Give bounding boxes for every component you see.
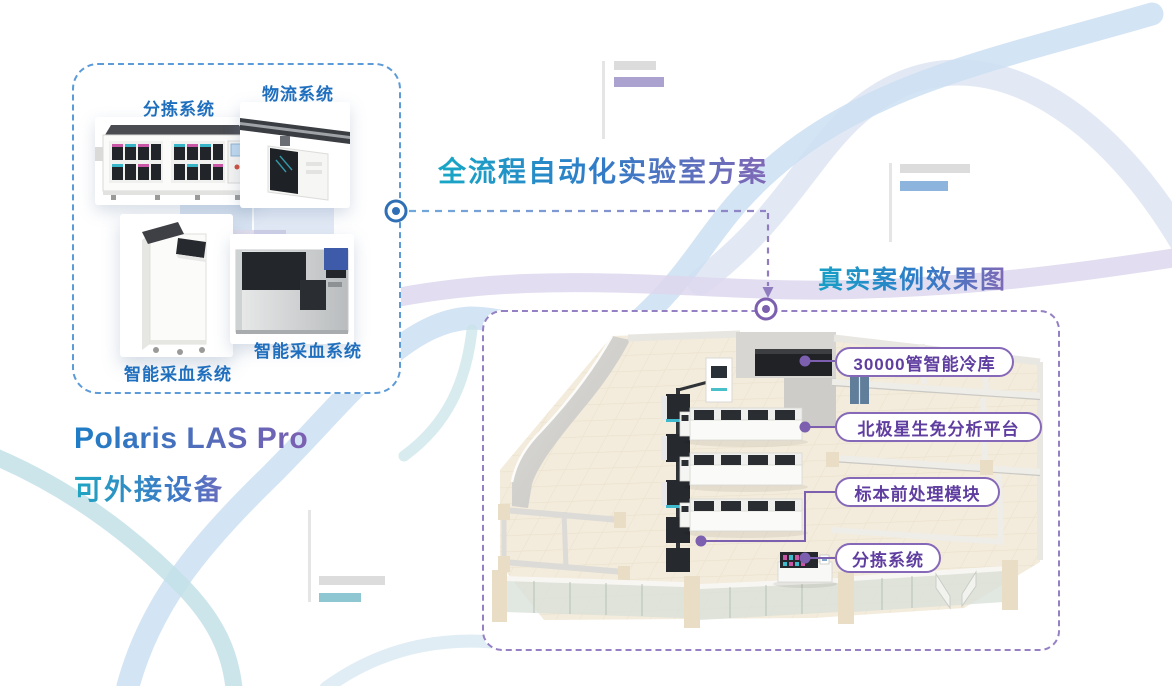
equipment-label-logistics: 物流系统: [262, 85, 334, 104]
main-title: 全流程自动化实验室方案: [438, 150, 768, 190]
callout-cold-storage: 30000管智能冷库: [835, 347, 1014, 377]
sorting-system-image: [95, 117, 255, 205]
deco-vline: [889, 163, 892, 242]
blood-collection-system-image-left: [120, 214, 233, 357]
callout-analysis-platform: 北极星生免分析平台: [835, 412, 1042, 442]
logistics-system-image: [240, 102, 350, 208]
deco-vline: [602, 61, 605, 139]
equipment-label-blood-right: 智能采血系统: [254, 342, 362, 361]
deco-bar-purple: [614, 77, 664, 87]
deco-bar-teal: [319, 593, 361, 602]
deco-bar-gray: [614, 61, 656, 70]
brand-title: Polaris LAS Pro: [74, 422, 309, 455]
callout-preprocessing-module: 标本前处理模块: [835, 477, 1000, 507]
equipment-label-blood-left: 智能采血系统: [124, 365, 232, 384]
deco-bar-blue: [900, 181, 948, 191]
callout-sorting-system: 分拣系统: [835, 543, 941, 573]
equipment-panel: 分拣系统 物流系统 智能采血系统 智能采血系统: [72, 63, 401, 394]
brand-subtitle: 可外接设备: [74, 468, 224, 508]
equipment-label-sorting: 分拣系统: [143, 100, 215, 119]
blood-collection-system-image-right: [230, 234, 354, 344]
case-panel: 30000管智能冷库 北极星生免分析平台 标本前处理模块 分拣系统: [482, 310, 1060, 651]
deco-bar-gray: [900, 164, 970, 173]
deco-vline: [308, 510, 311, 602]
deco-bar-gray: [319, 576, 385, 585]
case-title: 真实案例效果图: [818, 260, 1007, 296]
